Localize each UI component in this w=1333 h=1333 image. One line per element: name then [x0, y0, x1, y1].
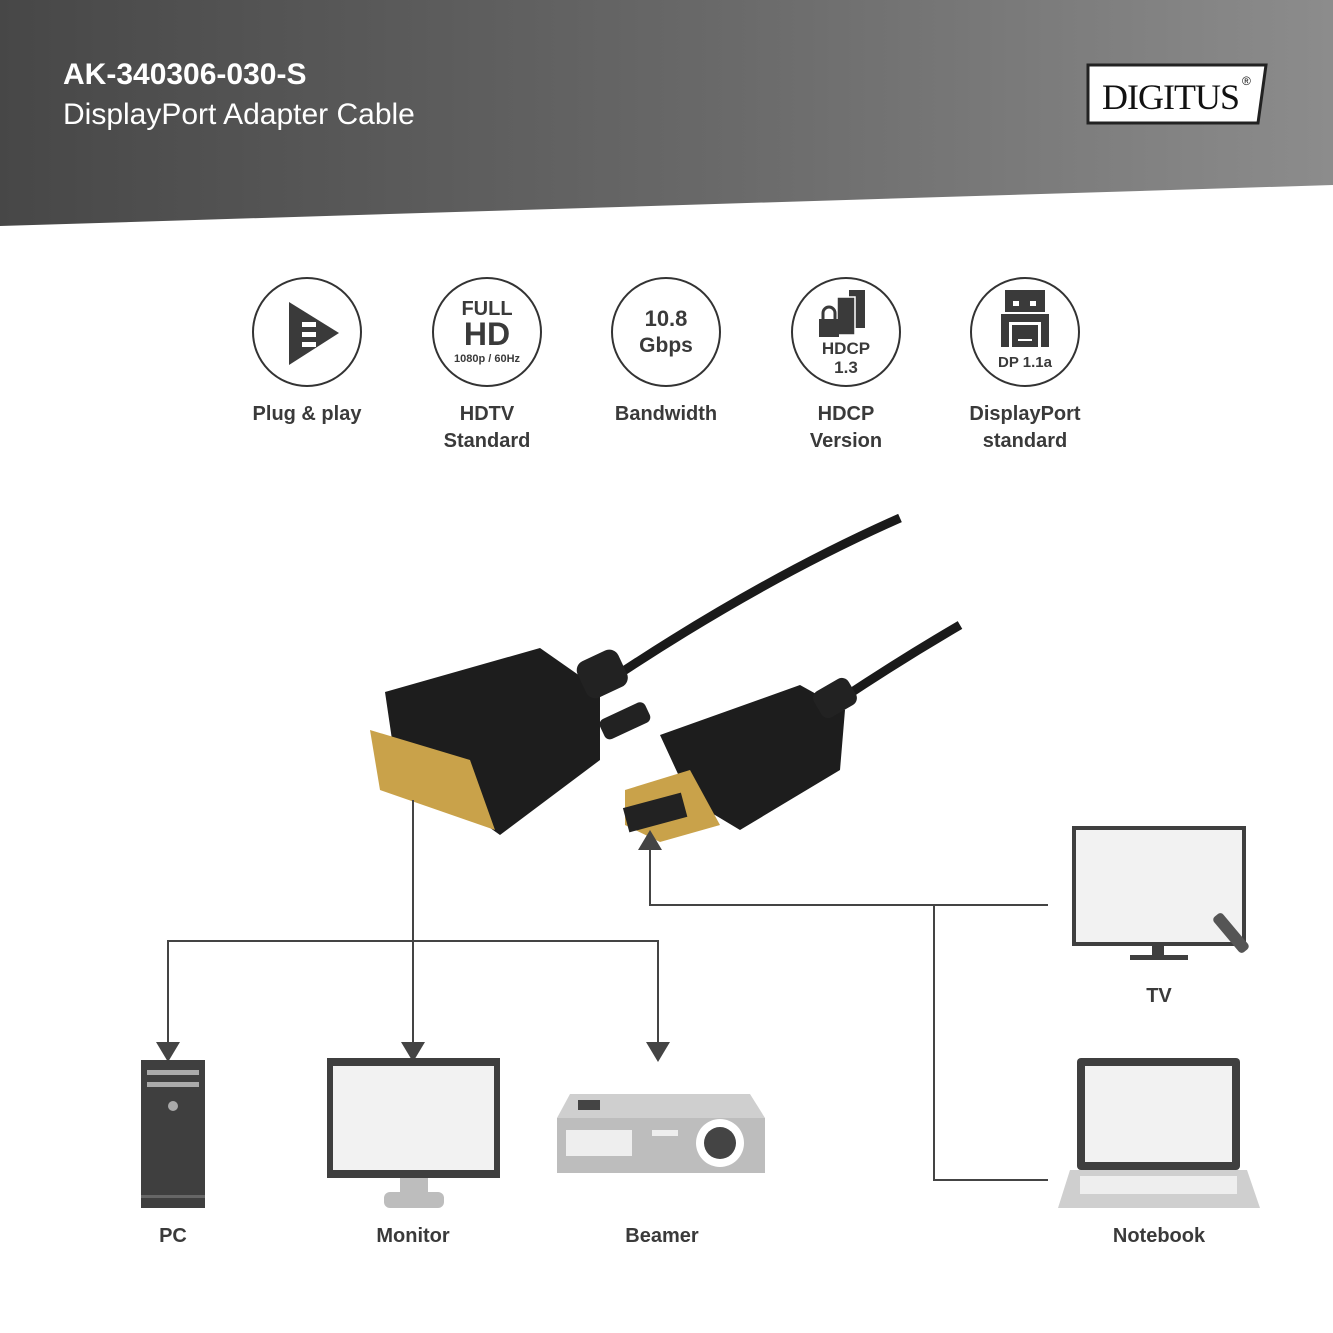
digitus-logo: DIGITUS ® — [1086, 63, 1268, 125]
feature-label: Version — [809, 430, 883, 452]
plug-and-play-icon — [252, 277, 362, 387]
svg-text:®: ® — [1242, 74, 1251, 88]
feature-plug-and-play: Plug & play — [217, 277, 397, 428]
device-label-monitor: Monitor — [376, 1225, 450, 1247]
connection-lines — [156, 800, 1048, 1181]
feature-label: Standard — [443, 430, 531, 452]
device-label-beamer: Beamer — [625, 1225, 699, 1247]
feature-bandwidth: 10.8 Gbps Bandwidth — [576, 277, 756, 428]
device-label-pc: PC — [159, 1225, 187, 1247]
feature-hdtv: FULL HD 1080p / 60Hz HDTV Standard — [397, 277, 577, 455]
badge-text: DP 1.1a — [998, 354, 1052, 371]
tv-icon — [1072, 826, 1249, 960]
svg-text:DIGITUS: DIGITUS — [1102, 77, 1240, 117]
full-hd-icon: FULL HD 1080p / 60Hz — [432, 277, 542, 387]
badge-text: HD — [463, 316, 511, 352]
badge-text: 1.3 — [834, 358, 858, 377]
feature-displayport: DP 1.1a DisplayPort standard — [935, 277, 1115, 455]
beamer-icon — [557, 1094, 765, 1173]
product-code: AK-340306-030-S — [63, 58, 307, 91]
feature-label: Bandwidth — [614, 403, 718, 425]
monitor-icon — [327, 1058, 500, 1208]
pc-icon — [141, 1060, 205, 1208]
badge-text: 10.8 — [644, 306, 688, 331]
badge-text: 1080p / 60Hz — [453, 353, 521, 365]
bandwidth-icon: 10.8 Gbps — [611, 277, 721, 387]
displayport-plug-icon: DP 1.1a — [970, 277, 1080, 387]
feature-label: Plug & play — [252, 403, 362, 425]
badge-text: Gbps — [639, 334, 693, 357]
notebook-icon — [1058, 1058, 1260, 1208]
feature-label: HDCP — [817, 403, 875, 425]
feature-hdcp: HDCP 1.3 HDCP Version — [756, 277, 936, 455]
feature-label: standard — [982, 430, 1068, 452]
badge-text: FULL — [461, 298, 513, 320]
cable-image — [370, 513, 963, 842]
badge-text: HDCP — [821, 339, 871, 358]
product-name: DisplayPort Adapter Cable — [63, 98, 415, 131]
feature-label: HDTV — [459, 403, 515, 425]
device-label-tv: TV — [1146, 985, 1172, 1007]
device-label-notebook: Notebook — [1112, 1225, 1206, 1247]
feature-label: DisplayPort — [969, 403, 1081, 425]
hdcp-lock-icon: HDCP 1.3 — [791, 277, 901, 387]
